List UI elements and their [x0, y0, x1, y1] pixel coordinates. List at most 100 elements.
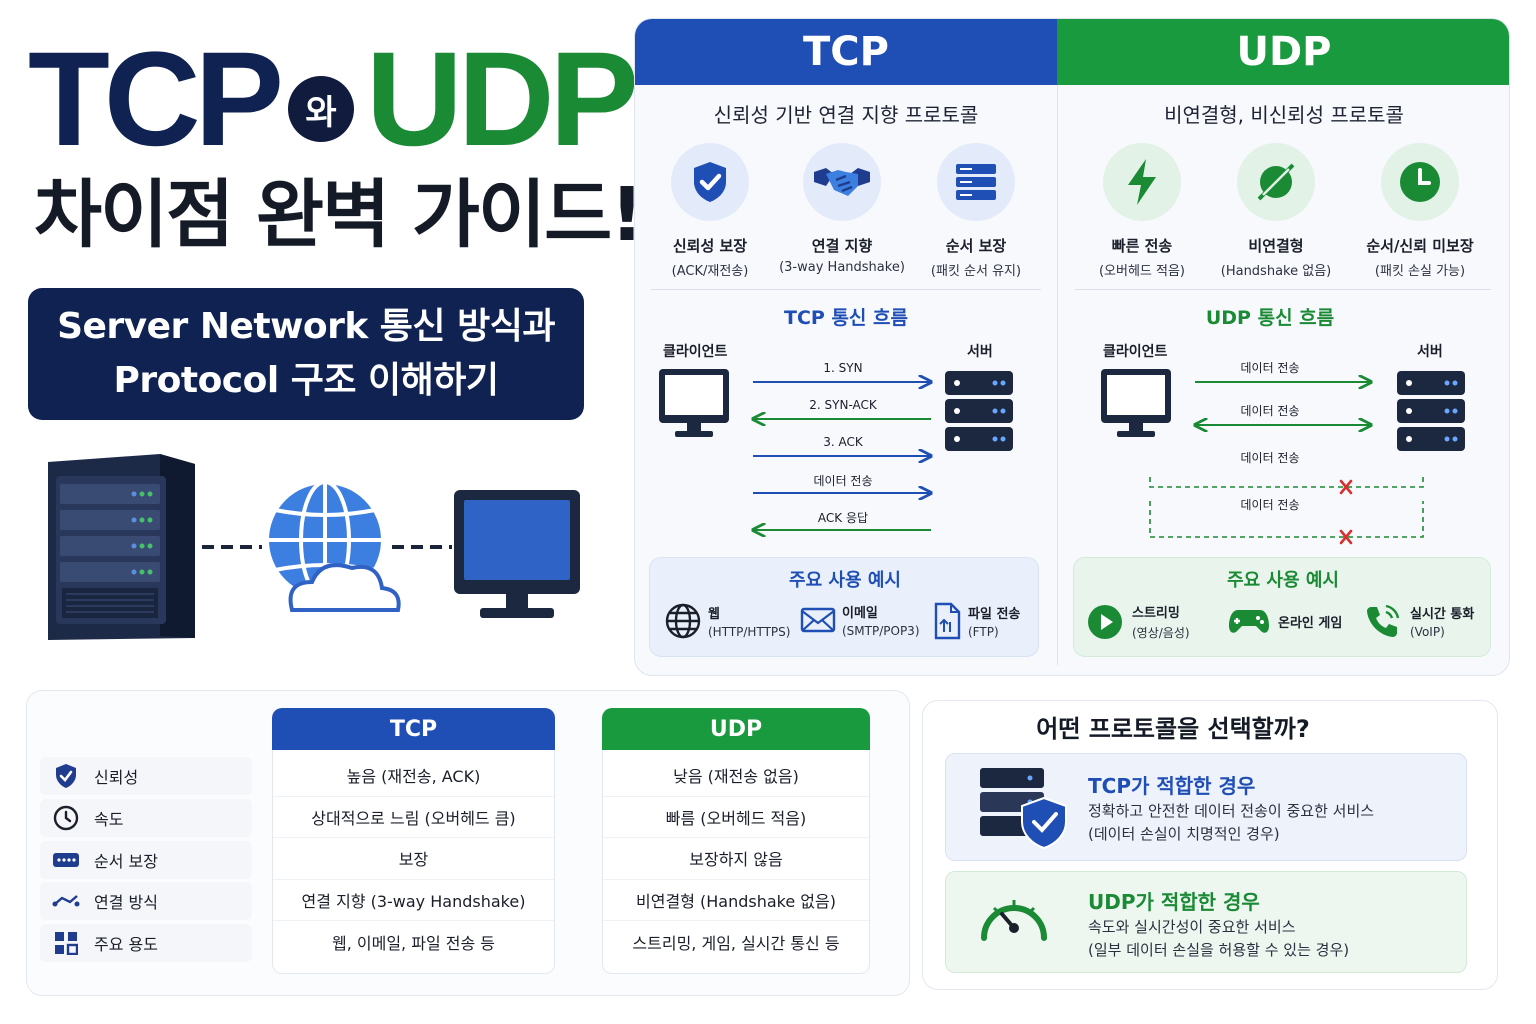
tcp-flow-arrows — [735, 355, 955, 545]
comparison-header-udp: UDP — [602, 708, 870, 750]
hero-subtitle-box: Server Network 통신 방식과 Protocol 구조 이해하기 — [28, 288, 584, 420]
tcp-example-sub: (SMTP/POP3) — [842, 624, 920, 638]
udp-message-label: 데이터 전송 — [1240, 451, 1300, 465]
tcp-message-label: 3. ACK — [823, 435, 863, 449]
tcp-message-label: 데이터 전송 — [813, 474, 873, 488]
tcp-example-sub: (FTP) — [968, 625, 999, 639]
tcp-use-cases: 주요 사용 예시 웹 (HTTP/HTTPS) 이메일 (SMTP/POP3) — [649, 557, 1039, 657]
tcp-example-name: 파일 전송 — [968, 607, 1021, 622]
udp-feature-no-order: 순서/신뢰 미보장 (패킷 손실 가능) — [1355, 143, 1485, 279]
tcp-feature-sub: (패킷 순서 유지) — [930, 264, 1022, 279]
udp-feature-label: 빠른 전송 — [1111, 237, 1173, 255]
tcp-message-label: ACK 응답 — [817, 511, 869, 525]
udp-server-icon — [1397, 371, 1465, 451]
udp-client-monitor-icon — [1101, 369, 1171, 437]
hero-title-tcp: TCP — [28, 25, 284, 174]
udp-feature-sub: (Handshake 없음) — [1220, 264, 1332, 279]
globe-icon — [665, 603, 701, 639]
comparison-row-reliability: 신뢰성 — [40, 757, 252, 795]
sequence-icon — [53, 853, 79, 867]
comparison-row-label: 주요 용도 — [94, 935, 158, 954]
comparison-row-label: 신뢰성 — [94, 768, 139, 787]
udp-arrow-lost-1 — [1149, 477, 1424, 488]
phone-icon — [1367, 604, 1400, 637]
comparison-cell: 높음 (재전송, ACK) — [273, 755, 554, 797]
udp-use-title: 주요 사용 예시 — [1227, 570, 1339, 591]
tcp-example-web: 웹 (HTTP/HTTPS) — [664, 602, 790, 640]
hero-title-line2: 차이점 완벽 가이드! — [34, 172, 644, 258]
gamepad-icon — [1229, 610, 1269, 633]
comparison-cell: 보장 — [273, 838, 554, 880]
tcp-suitable-desc-line2: (데이터 손실이 치명적인 경우) — [1088, 825, 1280, 843]
tcp-example-ftp: 파일 전송 (FTP) — [932, 602, 1020, 640]
tcp-suitable-desc-line1: 정확하고 안전한 데이터 전송이 중요한 서비스 — [1088, 802, 1375, 820]
comparison-cell: 스트리밍, 게임, 실시간 통신 등 — [632, 934, 840, 954]
udp-feature-label: 순서/신뢰 미보장 — [1366, 237, 1474, 255]
tcp-feature-reliability: 신뢰성 보장 (ACK/재전송) — [645, 143, 775, 279]
comparison-cell: 비연결형 (Handshake 없음) — [603, 880, 869, 922]
tcp-example-name: 웹 — [708, 607, 720, 622]
comparison-cell: 연결 지향 (3-way Handshake) — [273, 880, 554, 922]
comparison-cell: 웹, 이메일, 파일 전송 등 — [332, 934, 495, 954]
protocol-panel: TCP UDP 신뢰성 기반 연결 지향 프로토콜 신뢰성 보장 (ACK/재전… — [634, 18, 1510, 676]
tcp-feature-label: 순서 보장 — [945, 237, 1007, 255]
tcp-flow-title: TCP 통신 흐름 — [784, 307, 908, 329]
udp-message-label: 데이터 전송 — [1240, 404, 1300, 418]
choose-protocol-panel: 어떤 프로토콜을 선택할까? TCP가 적합한 경우 정확하고 안전한 데이터 … — [922, 700, 1498, 990]
udp-flow-title: UDP 통신 흐름 — [1205, 307, 1335, 329]
tcp-server-label: 서버 — [967, 344, 993, 360]
stack-icon — [956, 164, 996, 200]
hero-illustration — [48, 454, 580, 640]
shield-check-icon — [694, 162, 726, 202]
udp-example-game: 온라인 게임 — [1228, 606, 1342, 636]
server-shield-icon — [980, 768, 1067, 850]
server-tower-icon — [48, 454, 195, 640]
udp-feature-label: 비연결형 — [1248, 237, 1304, 255]
tcp-suitable-card: TCP가 적합한 경우 정확하고 안전한 데이터 전송이 중요한 서비스 (데이… — [945, 753, 1467, 861]
udp-arrow-lost-2 — [1149, 501, 1424, 538]
tcp-message-label: 2. SYN-ACK — [809, 398, 877, 412]
comparison-header-tcp: TCP — [272, 708, 555, 750]
no-link-icon — [1257, 163, 1295, 201]
udp-server-label: 서버 — [1417, 344, 1443, 360]
udp-example-sub: (VoIP) — [1410, 625, 1445, 639]
comparison-row-label: 순서 보장 — [94, 852, 158, 871]
udp-example-name: 실시간 통화 — [1410, 607, 1475, 622]
udp-example-name: 온라인 게임 — [1278, 615, 1343, 631]
udp-feature-connectionless: 비연결형 (Handshake 없음) — [1211, 143, 1341, 279]
monitor-icon — [454, 490, 580, 618]
tcp-use-title: 주요 사용 예시 — [789, 570, 901, 591]
tcp-example-email: 이메일 (SMTP/POP3) — [800, 602, 920, 638]
tcp-suitable-title: TCP가 적합한 경우 — [1088, 774, 1256, 798]
udp-feature-sub: (패킷 손실 가능) — [1374, 264, 1466, 279]
tcp-feature-connection: 연결 지향 (3-way Handshake) — [777, 143, 907, 275]
file-transfer-icon — [934, 602, 961, 640]
udp-example-voip: 실시간 통화 (VoIP) — [1364, 602, 1474, 640]
tcp-description: 신뢰성 기반 연결 지향 프로토콜 — [713, 103, 979, 127]
tcp-example-name: 이메일 — [842, 606, 878, 621]
comparison-cell: 상대적으로 느림 (오버헤드 큼) — [273, 797, 554, 839]
tcp-feature-sub: (ACK/재전송) — [671, 264, 749, 279]
tcp-feature-order: 순서 보장 (패킷 순서 유지) — [911, 143, 1041, 279]
panel-divider — [1057, 85, 1058, 665]
comparison-row-label: 속도 — [94, 810, 124, 829]
udp-header: UDP — [1057, 19, 1509, 85]
tcp-client-monitor-icon — [659, 369, 729, 437]
comparison-cell: 낮음 (재전송 없음) — [603, 755, 869, 797]
udp-use-cases: 주요 사용 예시 스트리밍 (영상/음성) 온라인 게임 — [1073, 557, 1491, 657]
comparison-row-order: 순서 보장 — [40, 841, 252, 879]
udp-example-streaming: 스트리밍 (영상/음성) — [1086, 602, 1190, 641]
comparison-cell: 빠름 (오버헤드 적음) — [603, 797, 869, 839]
udp-suitable-desc-line2: (일부 데이터 손실을 허용할 수 있는 경우) — [1088, 941, 1350, 959]
tcp-feature-label: 신뢰성 보장 — [672, 237, 748, 255]
play-icon — [1088, 604, 1122, 639]
tcp-divider — [651, 289, 1041, 290]
clock-icon — [53, 805, 79, 831]
comparison-row-connection: 연결 방식 — [40, 882, 252, 920]
udp-example-sub: (영상/음성) — [1132, 626, 1190, 640]
udp-message-label: 데이터 전송 — [1240, 361, 1300, 375]
handshake-icon — [814, 168, 870, 196]
comparison-row-speed: 속도 — [40, 799, 252, 837]
loss-x-icon — [1339, 479, 1353, 495]
comparison-cell: 보장하지 않음 — [603, 838, 869, 880]
